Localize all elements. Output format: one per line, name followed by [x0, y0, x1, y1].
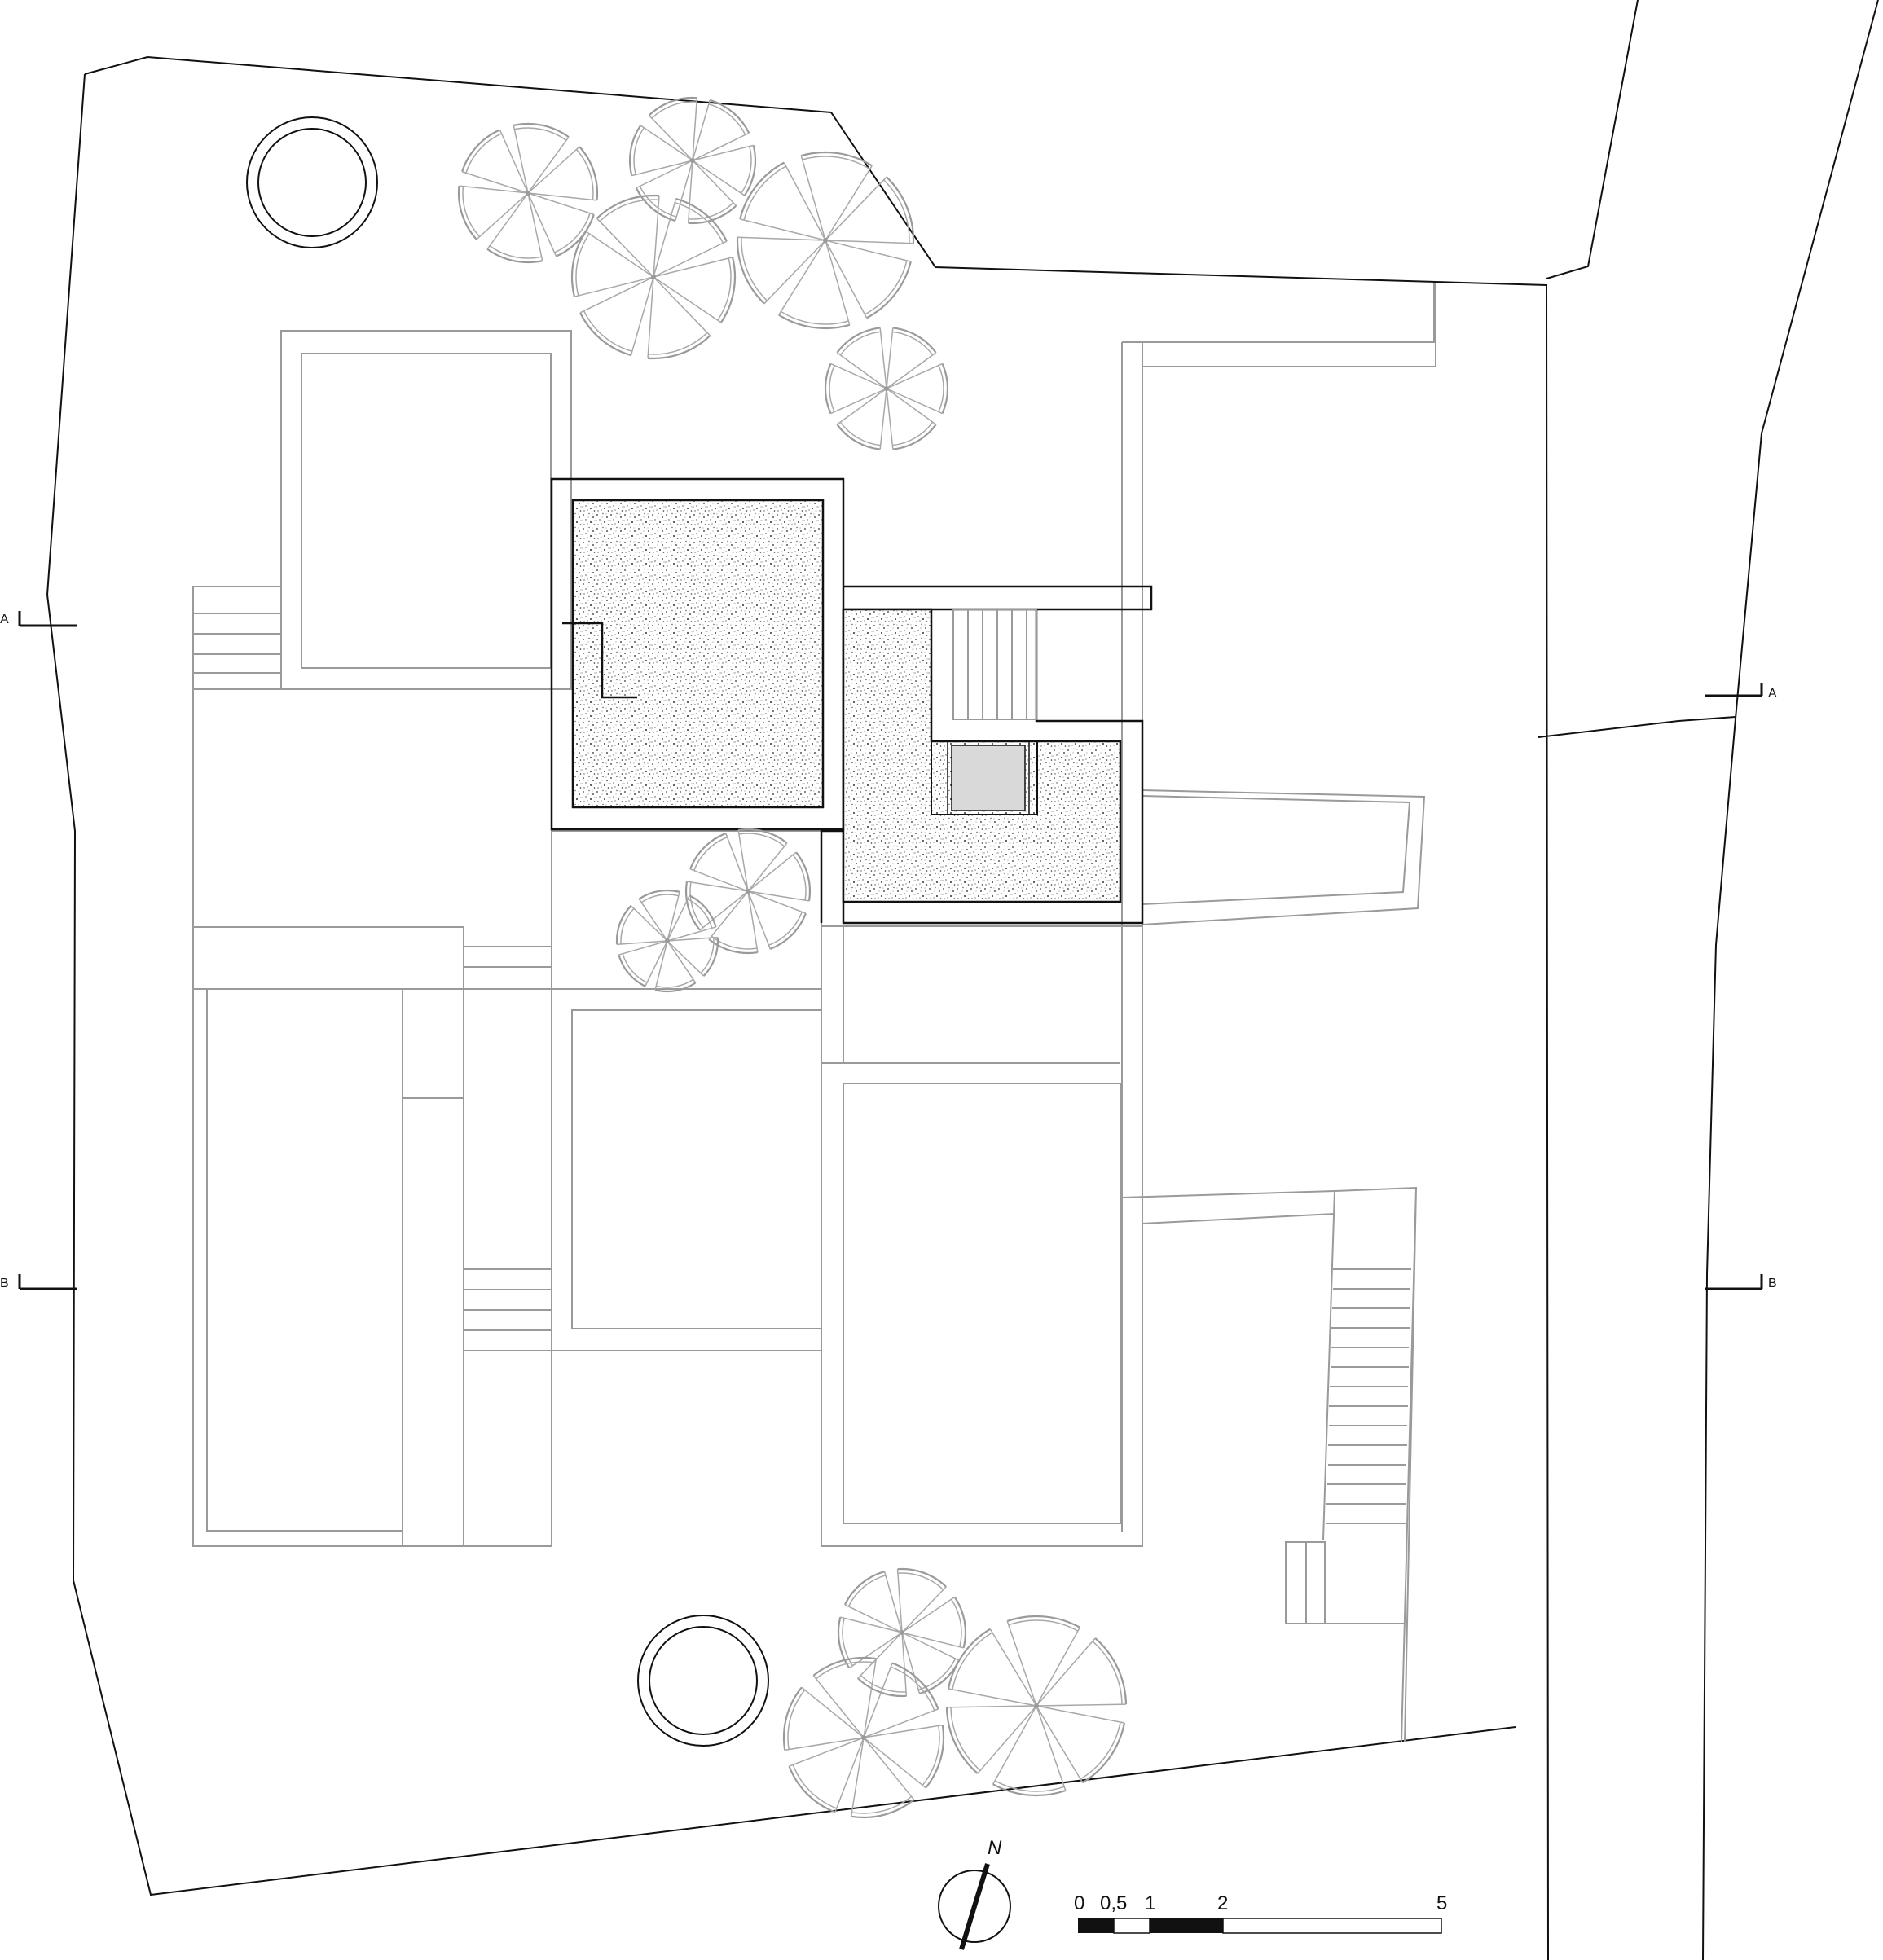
tree-canopy: [837, 1567, 967, 1698]
section-b-left-label: B: [0, 1277, 9, 1290]
section-marker-b-right: B: [1705, 1274, 1777, 1290]
skylight: [951, 745, 1026, 811]
tree-canopy: [782, 1656, 945, 1819]
section-a-right-label: A: [1768, 687, 1777, 701]
tree-canopy: [628, 96, 757, 225]
round-planter-top: [246, 116, 378, 248]
section-marker-a-left: A: [0, 611, 77, 627]
scale-tick-0: 0: [1074, 1892, 1084, 1914]
scale-tick-05: 0,5: [1100, 1892, 1127, 1914]
tree-canopy: [824, 327, 949, 450]
gravel-bed-west: [571, 499, 825, 809]
north-label: N: [988, 1837, 1002, 1859]
round-planter-bottom: [637, 1615, 769, 1747]
section-marker-a-right: A: [1705, 683, 1777, 701]
tree-canopy: [615, 889, 719, 993]
section-a-left-label: A: [0, 613, 9, 626]
tree-canopies: [457, 96, 1128, 1819]
scale-tick-1: 1: [1145, 1892, 1155, 1914]
tree-canopy: [457, 122, 599, 264]
courtyard-core: [550, 477, 1153, 925]
scale-tick-2: 2: [1217, 1892, 1228, 1914]
section-b-right-label: B: [1768, 1277, 1777, 1290]
building-floor-plan: [192, 283, 1436, 1742]
north-arrow: N: [938, 1837, 1011, 1950]
tree-canopy: [570, 194, 737, 360]
tree-canopy: [736, 151, 915, 330]
scale-tick-5: 5: [1436, 1892, 1447, 1914]
site-boundary: [46, 0, 1879, 1960]
scale-bar: 0 0,5 1 2 5: [1074, 1892, 1447, 1934]
tree-canopy: [945, 1615, 1128, 1797]
tree-canopy: [684, 828, 812, 955]
section-marker-b-left: B: [0, 1274, 77, 1290]
